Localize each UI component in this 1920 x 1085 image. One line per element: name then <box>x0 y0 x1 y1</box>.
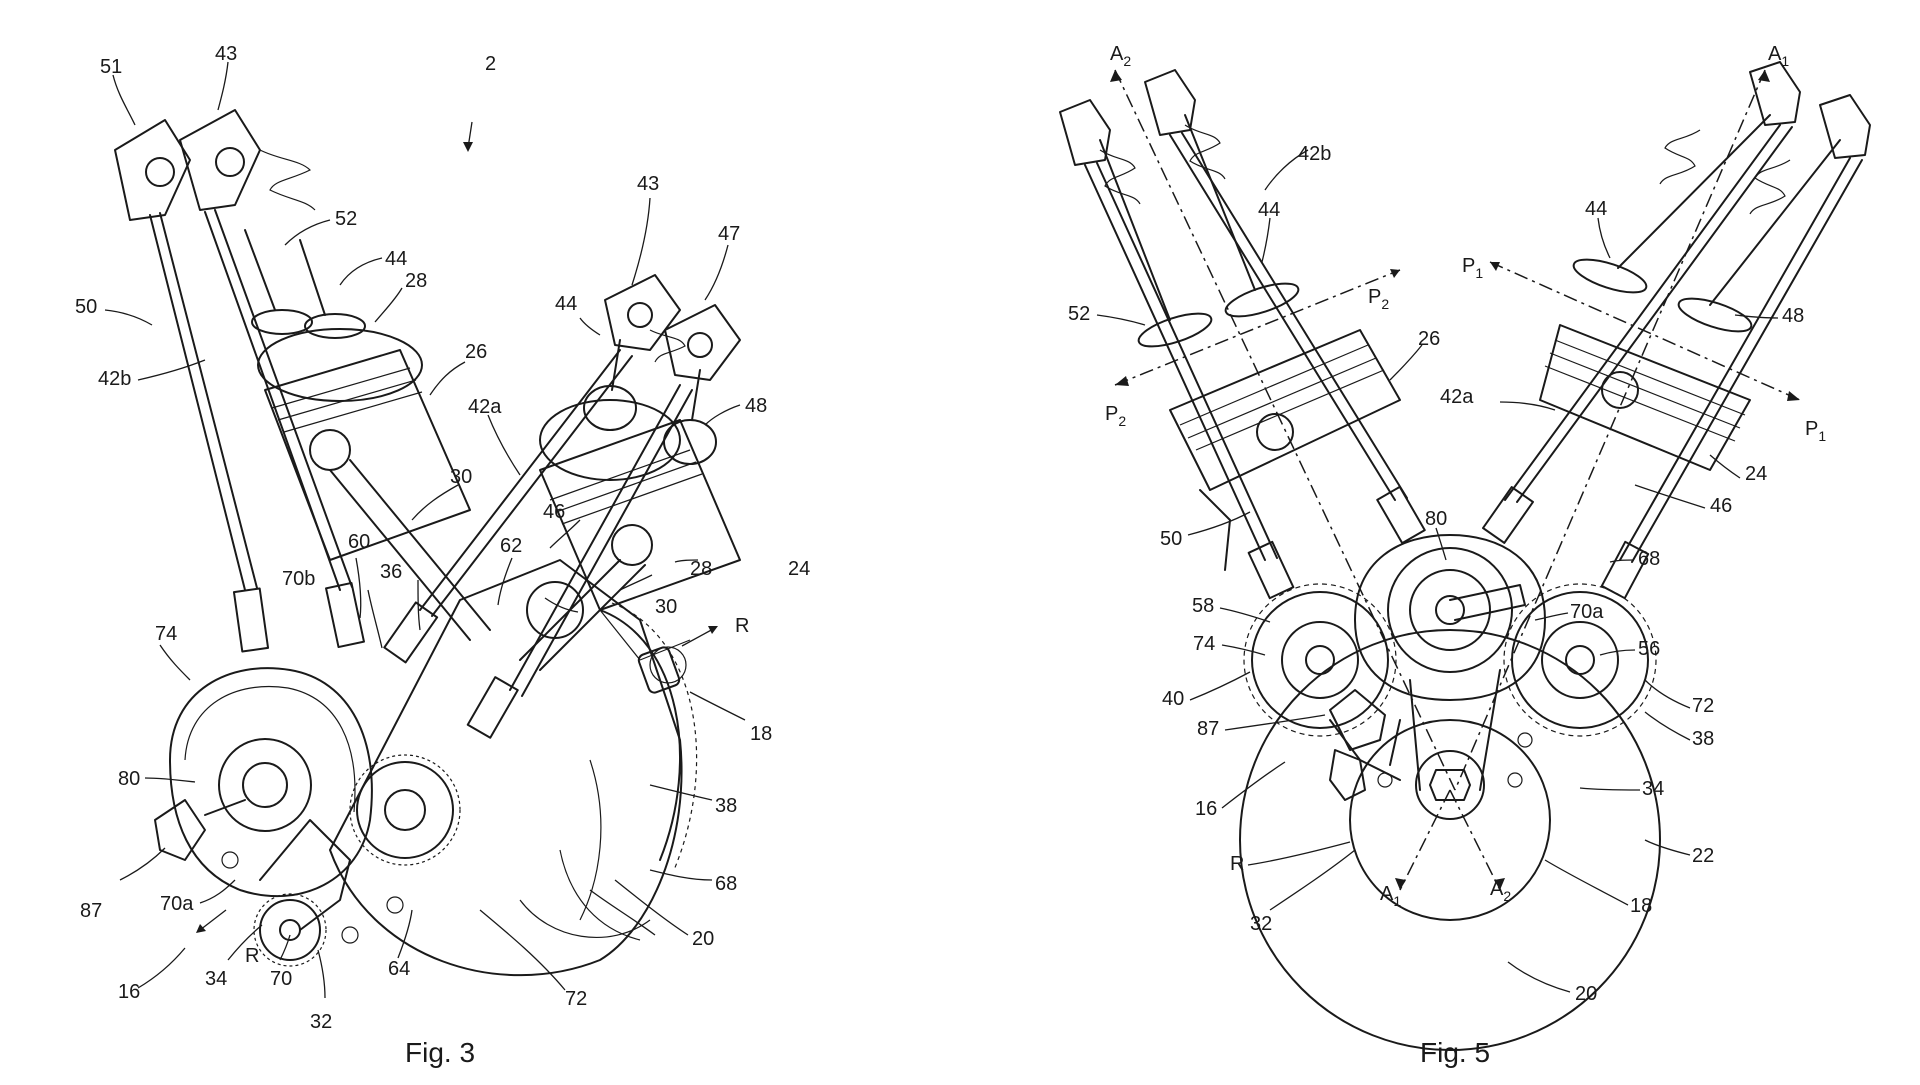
label-26: 26 <box>465 341 487 363</box>
label-52: 52 <box>335 208 357 230</box>
label-26: 26 <box>1418 328 1440 350</box>
label-48: 48 <box>1782 305 1804 327</box>
label-43: 43 <box>215 43 237 65</box>
label-28: 28 <box>690 558 712 580</box>
label-42a: 42a <box>1440 386 1474 408</box>
label-38: 38 <box>715 795 737 817</box>
label-P1: P1 <box>1462 255 1483 281</box>
label-74: 74 <box>1193 633 1215 655</box>
label-52: 52 <box>1068 303 1090 325</box>
label-46: 46 <box>543 501 565 523</box>
label-P2: P2 <box>1105 403 1126 429</box>
label-R: R <box>735 615 749 637</box>
label-P1: P1 <box>1805 418 1826 444</box>
label-42b: 42b <box>1298 143 1331 165</box>
label-72: 72 <box>565 988 587 1010</box>
label-34: 34 <box>205 968 227 990</box>
figure-5-caption: Fig. 5 <box>1420 1037 1490 1068</box>
label-16: 16 <box>118 981 140 1003</box>
figure-3-labels: 51 43 2 52 44 28 50 42b 26 43 47 44 48 4… <box>75 43 810 1033</box>
label-36: 36 <box>380 561 402 583</box>
label-46: 46 <box>1710 495 1732 517</box>
label-70a: 70a <box>1570 601 1604 623</box>
label-42b: 42b <box>98 368 131 390</box>
label-68: 68 <box>1638 548 1660 570</box>
label-47: 47 <box>718 223 740 245</box>
label-32: 32 <box>310 1011 332 1033</box>
label-50: 50 <box>1160 528 1182 550</box>
label-70b: 70b <box>282 568 315 590</box>
label-22: 22 <box>1692 845 1714 867</box>
label-A1: A1 <box>1380 883 1401 909</box>
label-16: 16 <box>1195 798 1217 820</box>
label-43: 43 <box>637 173 659 195</box>
label-A2: A2 <box>1110 43 1131 69</box>
figure-5-drawing <box>1060 62 1870 1050</box>
label-24: 24 <box>1745 463 1767 485</box>
label-R: R <box>1230 853 1244 875</box>
label-58: 58 <box>1192 595 1214 617</box>
label-44: 44 <box>1258 199 1280 221</box>
label-30: 30 <box>450 466 472 488</box>
figure-5-labels: A2 A1 42b 44 44 P1 52 P2 48 26 P2 42a P1… <box>1068 43 1826 1005</box>
label-87: 87 <box>80 900 102 922</box>
label-P2: P2 <box>1368 286 1389 312</box>
label-72: 72 <box>1692 695 1714 717</box>
label-32: 32 <box>1250 913 1272 935</box>
label-18: 18 <box>750 723 772 745</box>
label-R: R <box>245 945 259 967</box>
label-40: 40 <box>1162 688 1184 710</box>
label-20: 20 <box>1575 983 1597 1005</box>
label-18: 18 <box>1630 895 1652 917</box>
label-80: 80 <box>1425 508 1447 530</box>
label-44: 44 <box>385 248 407 270</box>
label-51: 51 <box>100 56 122 78</box>
label-56: 56 <box>1638 638 1660 660</box>
figure-3-drawing <box>115 110 740 975</box>
label-60: 60 <box>348 531 370 553</box>
label-48: 48 <box>745 395 767 417</box>
label-A2: A2 <box>1490 878 1511 904</box>
label-87: 87 <box>1197 718 1219 740</box>
label-42a: 42a <box>468 396 502 418</box>
figure-3-caption: Fig. 3 <box>405 1037 475 1068</box>
label-28: 28 <box>405 270 427 292</box>
label-20: 20 <box>692 928 714 950</box>
figure-3-leader-lines <box>105 62 745 998</box>
label-80: 80 <box>118 768 140 790</box>
label-30: 30 <box>655 596 677 618</box>
label-74: 74 <box>155 623 177 645</box>
label-70a: 70a <box>160 893 194 915</box>
label-70: 70 <box>270 968 292 990</box>
label-64: 64 <box>388 958 410 980</box>
label-34: 34 <box>1642 778 1664 800</box>
label-2: 2 <box>485 53 496 75</box>
label-62: 62 <box>500 535 522 557</box>
label-44: 44 <box>1585 198 1607 220</box>
label-24: 24 <box>788 558 810 580</box>
label-44: 44 <box>555 293 577 315</box>
label-38: 38 <box>1692 728 1714 750</box>
label-50: 50 <box>75 296 97 318</box>
label-68: 68 <box>715 873 737 895</box>
